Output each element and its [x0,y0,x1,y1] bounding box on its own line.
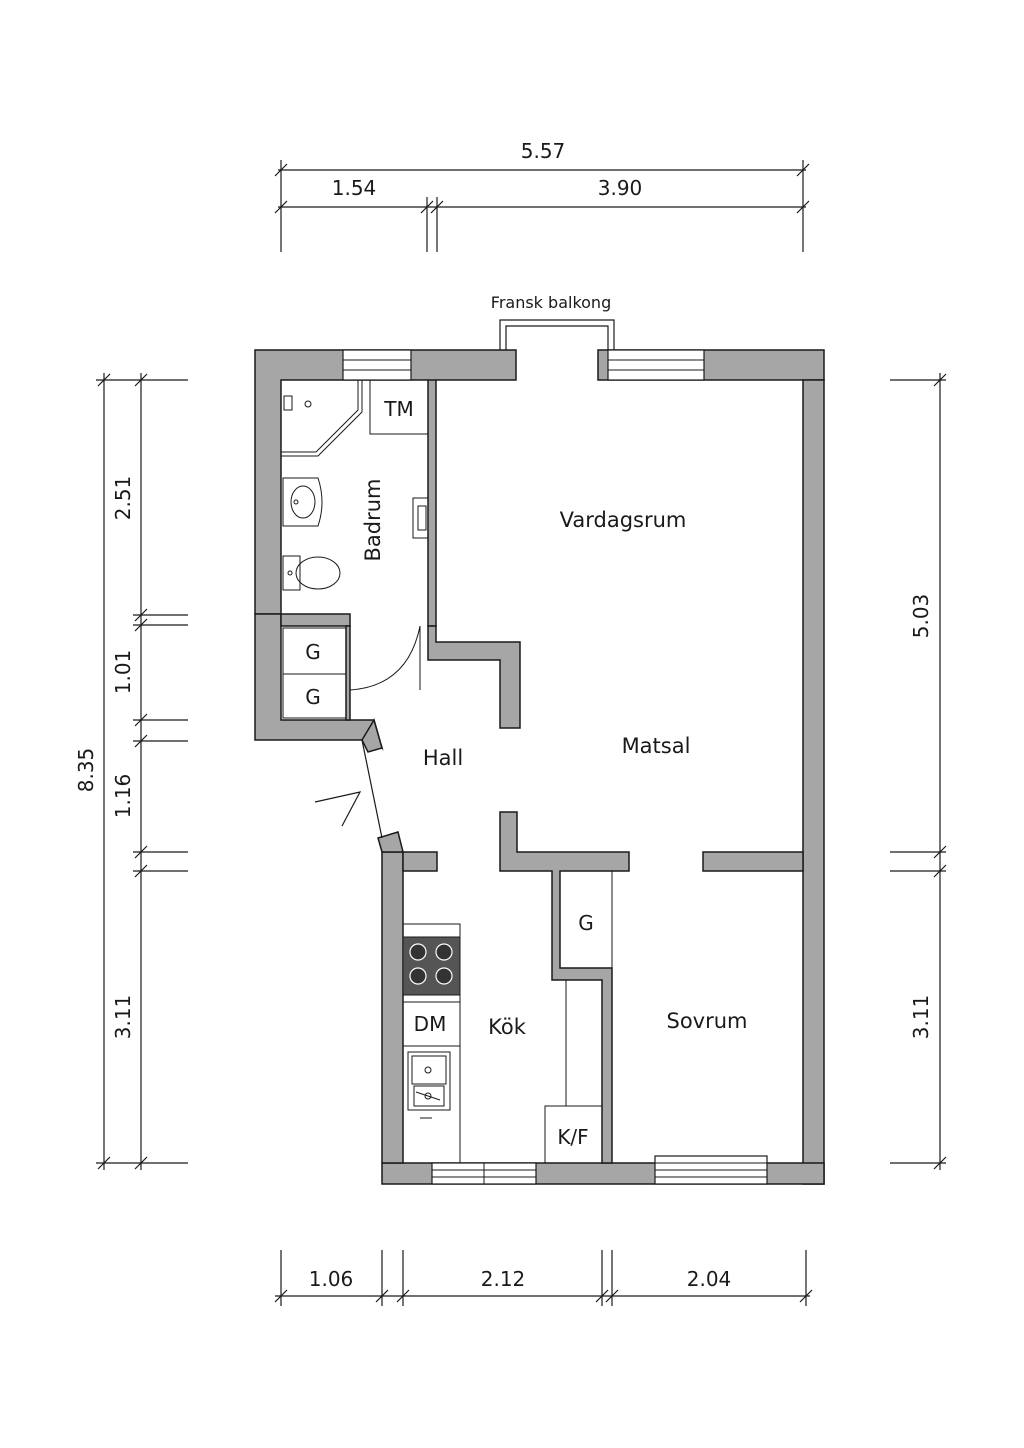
dishwasher-box [402,1001,461,1047]
label-dishwasher: DM [414,1012,447,1036]
dim-left-total: 8.35 [74,748,98,793]
dim-bottom-1: 1.06 [309,1267,354,1291]
balcony-label: Fransk balkong [491,293,611,312]
dim-left-4: 3.11 [111,995,135,1040]
label-wardrobe-3: G [578,911,594,935]
dim-right-1: 5.03 [909,594,933,639]
room-label-matsal: Matsal [622,734,691,758]
fixture-labels: TM G G G DM K/F [305,397,594,1149]
bathroom-door [349,625,421,691]
dim-top-total: 5.57 [521,139,566,163]
stove-icon [402,936,461,996]
window-living [607,349,705,381]
room-label-kok: Kök [488,1015,527,1039]
washbasin-icon [282,477,323,527]
dim-right-2: 3.11 [909,995,933,1040]
room-label-hall: Hall [423,746,463,770]
dimension-top: 5.57 1.54 3.90 [274,139,810,252]
fridge-freezer-box [544,1105,603,1164]
toilet-icon [282,555,301,591]
dim-top-right: 3.90 [598,176,643,200]
tm-box [369,379,429,435]
kitchen-fixtures [402,923,603,1164]
shower-mixer-icon [283,395,293,411]
entrance-door [314,739,383,839]
room-label-badrum: Badrum [361,478,385,561]
dim-left-3: 1.16 [111,774,135,819]
label-wardrobe-2: G [305,685,321,709]
room-label-vardagsrum: Vardagsrum [560,508,687,532]
entrance-arrow-icon [314,791,362,827]
dim-bottom-2: 2.12 [481,1267,526,1291]
window-bathroom [342,349,412,381]
room-label-sovrum: Sovrum [666,1009,747,1033]
wardrobe-2 [282,673,347,719]
walls [254,349,825,1185]
kitchen-sink-icon [407,1051,451,1111]
dim-bottom-3: 2.04 [687,1267,732,1291]
shower [281,379,363,457]
french-balcony: Fransk balkong [491,293,615,350]
dim-left-1: 2.51 [111,476,135,521]
dimension-left: 8.35 2.51 1.01 1.16 3.11 [74,373,188,1170]
dim-top-left: 1.54 [332,176,377,200]
windows [342,349,768,1185]
storage [282,627,613,969]
dimension-bottom: 1.06 2.12 2.04 [274,1250,813,1306]
room-labels: Vardagsrum Matsal Hall Kök Sovrum Badrum [361,478,748,1039]
bathroom-fixtures [281,379,429,691]
dimension-right: 5.03 3.11 [890,373,947,1170]
label-wardrobe-1: G [305,640,321,664]
label-tm: TM [383,397,413,421]
dim-left-2: 1.01 [111,650,135,695]
wardrobe-3 [559,870,613,969]
label-fridge-freezer: K/F [557,1125,588,1149]
